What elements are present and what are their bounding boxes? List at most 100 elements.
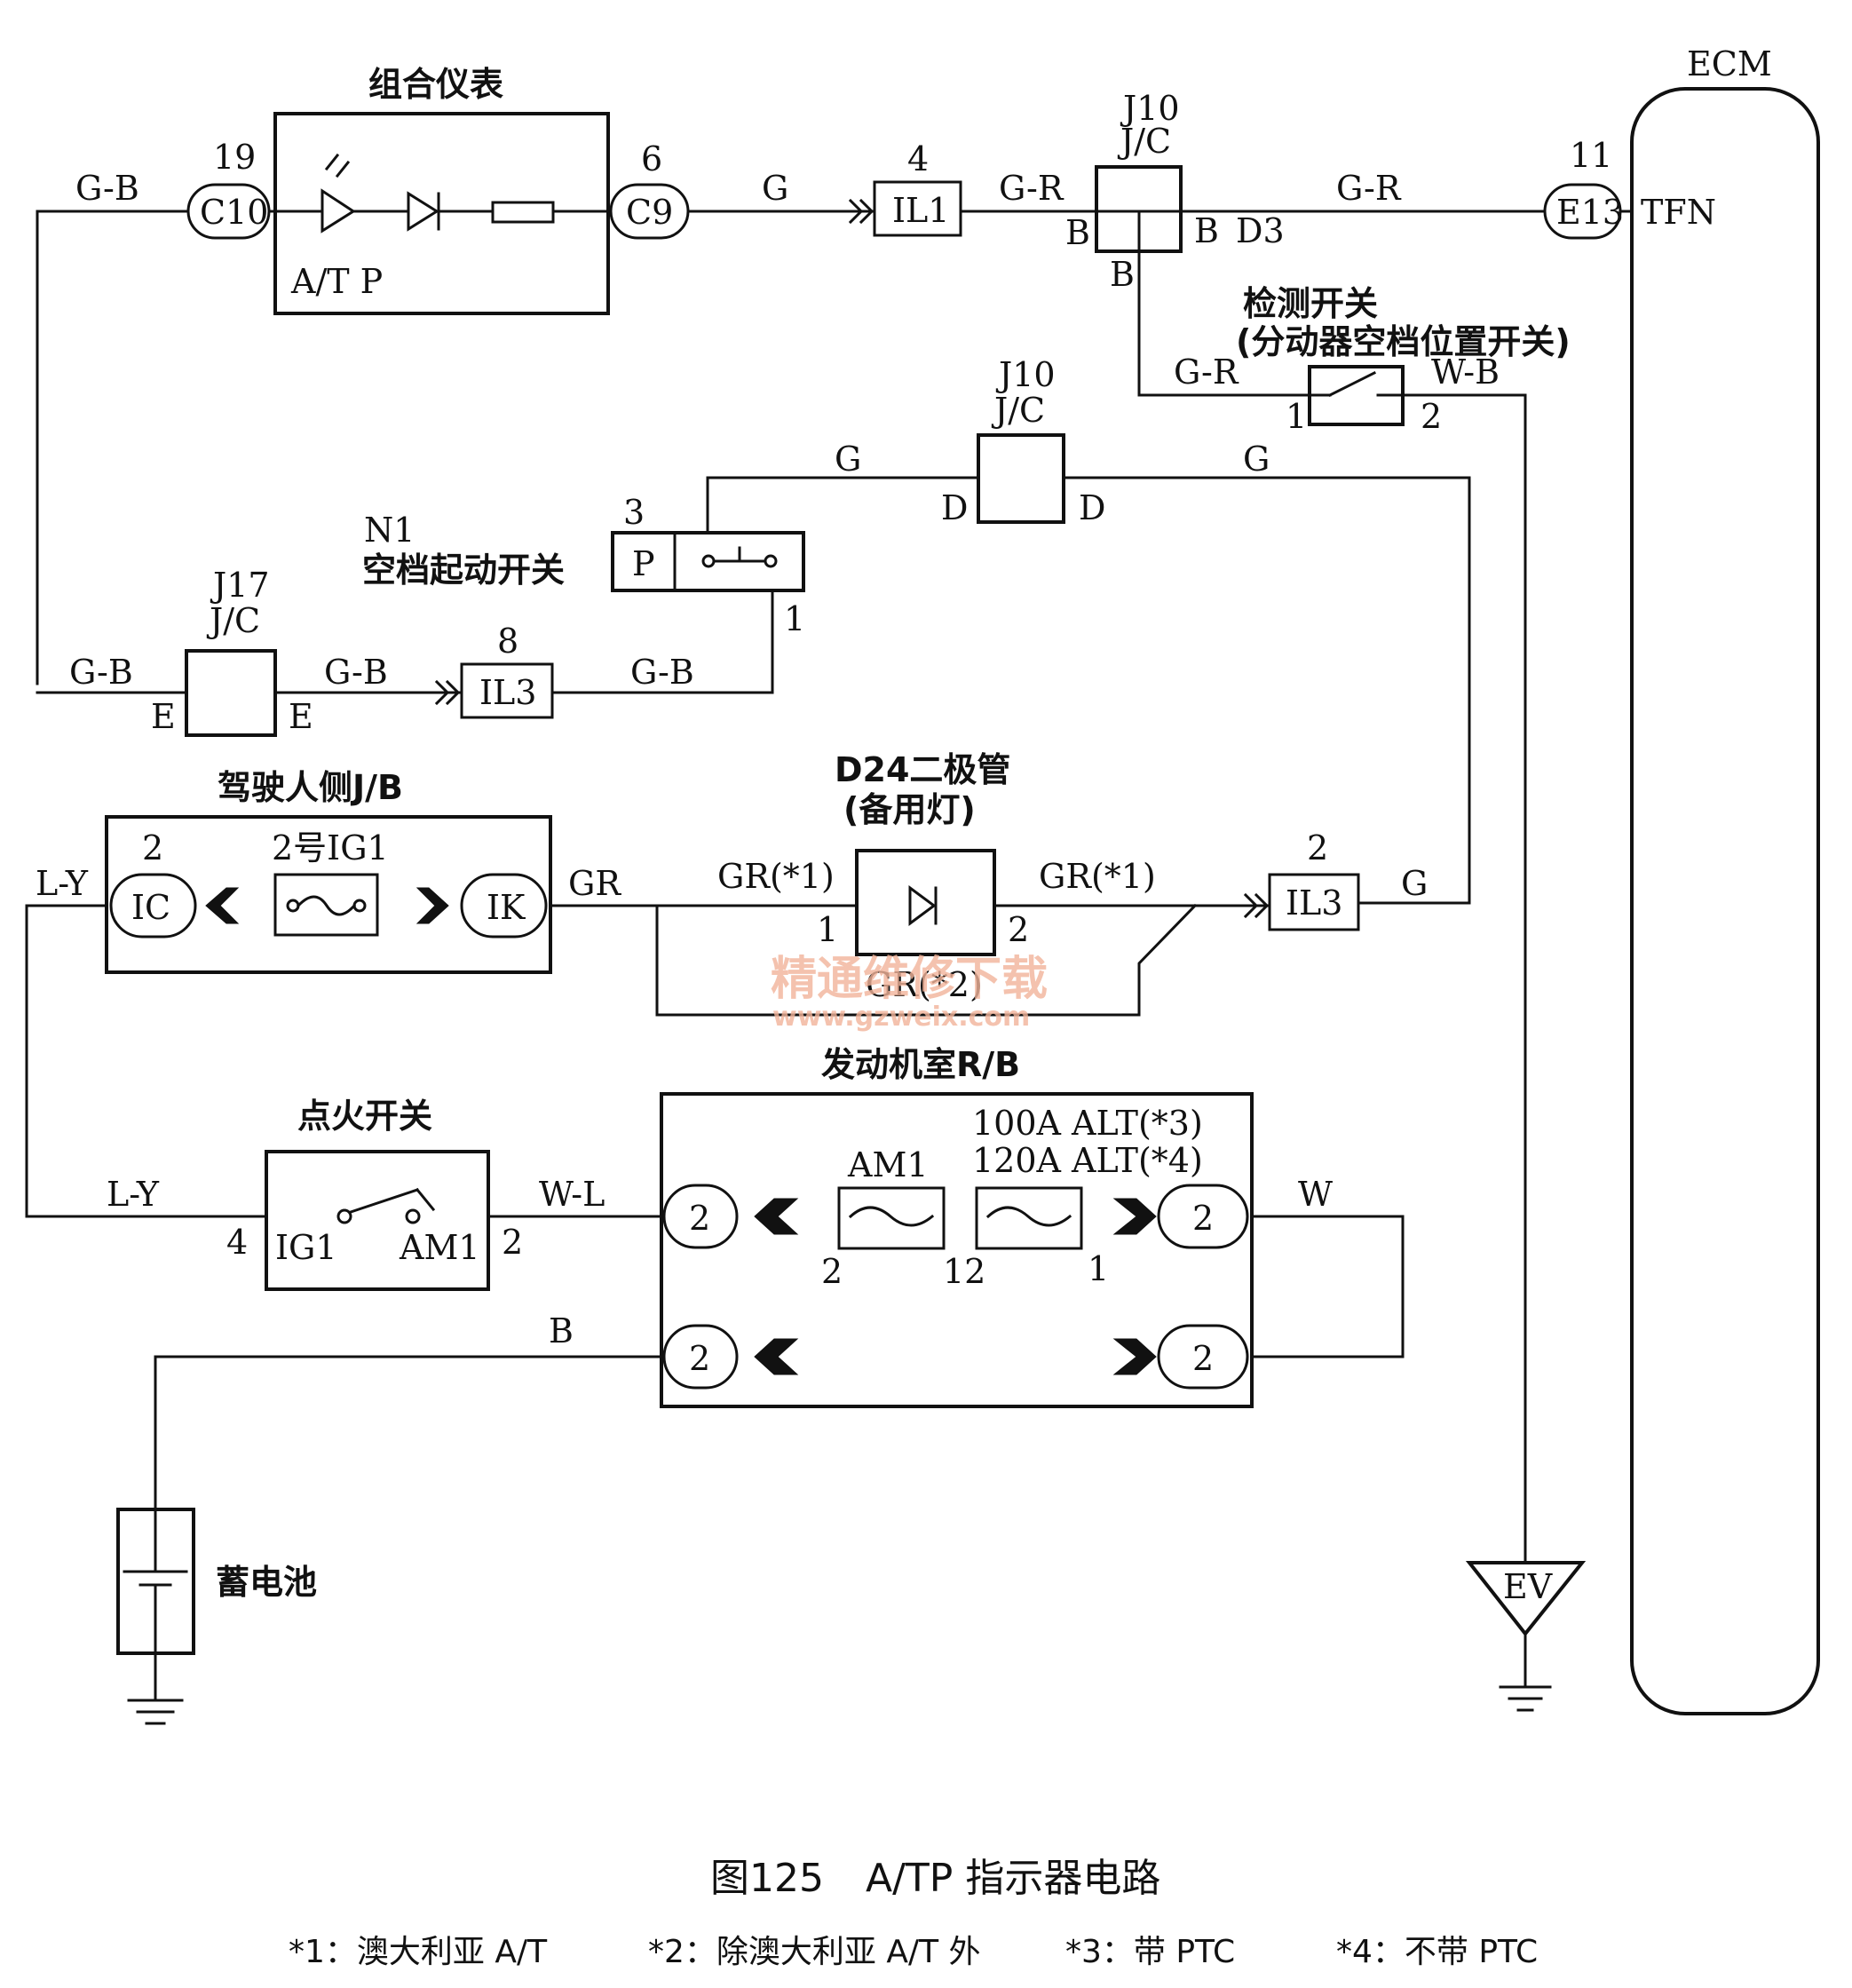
footnotes: *1：澳大利亚 A/T *2：除澳大利亚 A/T 外 *3：带 PTC *4：不… (289, 1934, 1538, 1970)
n1-id: N1 (364, 511, 415, 550)
ground-ev: EV (1465, 1561, 1587, 1712)
wire-ly-jb: L-Y (36, 864, 89, 903)
caption-title: A/TP 指示器电路 (866, 1856, 1160, 1901)
connector-c10 (186, 183, 271, 240)
ecm-title: ECM (1687, 44, 1772, 83)
connector-c10-label: C10 (200, 193, 268, 232)
diode-title: D24二极管 (835, 750, 1010, 789)
engine-relay-block: 发动机室R/B 100A ALT(*3) 120A ALT(*4) AM1 2 … (660, 1045, 1254, 1408)
rb-conn-tl: 2 (689, 1199, 710, 1238)
junction-j17: J17 J/C E E (151, 566, 313, 737)
rb-conn-tr: 2 (1192, 1199, 1214, 1238)
driver-jb-fuse-label: 2号IG1 (272, 828, 389, 867)
watermark-line1: 精通维修下载 (771, 953, 1048, 1006)
connector-c9-pin: 6 (641, 139, 662, 178)
n1-position: P (632, 544, 655, 583)
wire-gb-top: G-B (75, 169, 139, 208)
wire-w-rb: W (1298, 1175, 1333, 1214)
watermark-line2: www.gzweix.com (772, 1002, 1030, 1033)
wire-g-il3: G (1401, 864, 1428, 903)
il3-top-pin: 8 (497, 622, 518, 661)
n1-title: 空档起动开关 (362, 550, 565, 590)
detection-switch: 检测开关 (分动器空档位置开关) 1 2 (1236, 284, 1571, 436)
connector-e13 (1543, 183, 1622, 240)
j10-top-pin-bottom: B (1110, 255, 1135, 294)
connector-c9-label: C9 (626, 193, 673, 232)
wire-labels: G-B G G-R G-R G-R W-B G G G-B G-B G-B L-… (36, 169, 1500, 1350)
wire-wl-ign: W-L (539, 1175, 605, 1214)
driver-jb-title: 驾驶人侧J/B (218, 768, 403, 807)
e13-pin: 11 (1570, 136, 1612, 175)
connector-il1: IL1 4 (848, 139, 962, 237)
n1-pin-3: 3 (623, 493, 645, 532)
figure-caption: 图125 A/TP 指示器电路 (710, 1856, 1160, 1901)
combination-meter: 组合仪表 A/T P C10 19 C9 6 (186, 65, 690, 315)
il3-bottom-pin: 2 (1307, 828, 1328, 867)
j17-pin-left: E (151, 697, 176, 736)
wire-g-mid-right: G (1243, 440, 1270, 479)
il3-top-label: IL3 (479, 673, 536, 712)
j10-top-type: J/C (1117, 122, 1171, 161)
ik-label: IK (487, 888, 526, 927)
wire-ly-ign: L-Y (107, 1175, 160, 1214)
rb-fuse-am1-label: AM1 (847, 1145, 929, 1184)
battery-label: 蓄电池 (216, 1563, 317, 1602)
diode-pin-2: 2 (1008, 910, 1029, 949)
detection-switch-subtitle: (分动器空档位置开关) (1236, 322, 1571, 361)
watermark: 精通维修下载 www.gzweix.com (771, 953, 1048, 1033)
j10-mid-pin-right: D (1079, 488, 1105, 527)
junction-j10-mid: J10 J/C D D (941, 355, 1105, 527)
j10-top-pin-right: B (1194, 211, 1219, 250)
battery: 蓄电池 (116, 1508, 317, 1725)
footnote-4: *4：不带 PTC (1336, 1934, 1538, 1970)
j10-top-pin-left: B (1065, 213, 1090, 252)
wire-gr-jb: GR (568, 864, 621, 903)
il1-pin: 4 (907, 139, 929, 178)
rb-pin-a: 2 (821, 1252, 843, 1291)
detection-switch-title: 检测开关 (1243, 284, 1378, 323)
ecm: ECM E13 11 TFN (1543, 44, 1820, 1715)
driver-jb-pin: 2 (142, 828, 163, 867)
ground-symbol-ev (1499, 1685, 1552, 1712)
wire-gr-il1: G-R (999, 169, 1065, 208)
wire-gb-left: G-B (69, 653, 133, 692)
wire-wb-switch: W-B (1431, 352, 1500, 392)
detection-switch-pin-2: 2 (1421, 397, 1442, 436)
connector-il3-top: IL3 8 (434, 622, 554, 719)
diode-pin-1: 1 (817, 910, 838, 949)
wire-gr2: GR(*2) (866, 965, 983, 1004)
wire-gb-il3: G-B (630, 653, 694, 692)
ignition-term-am1: AM1 (399, 1228, 480, 1267)
j10-mid-pin-left: D (941, 488, 968, 527)
ground-symbol-battery (127, 1699, 184, 1725)
diode-subtitle: (备用灯) (843, 790, 976, 829)
connector-c10-pin: 19 (213, 138, 256, 177)
connector-ic (109, 873, 197, 939)
rb-fuse-alt-2: 120A ALT(*4) (972, 1141, 1203, 1180)
junction-j10-top: J10 J/C B B D3 B (1065, 89, 1285, 294)
rb-conn-bl: 2 (689, 1339, 710, 1378)
ecm-terminal-tfn: TFN (1641, 193, 1716, 232)
wire-b-rb: B (549, 1311, 574, 1350)
detection-switch-pin-1: 1 (1286, 397, 1307, 436)
diode-d24: D24二极管 (备用灯) 1 2 (817, 750, 1029, 956)
il3-bottom-label: IL3 (1286, 883, 1342, 923)
wire-g-c9: G (762, 169, 788, 208)
ignition-switch: 点火开关 IG1 AM1 4 2 (226, 1097, 523, 1291)
ignition-pin-2: 2 (502, 1223, 523, 1262)
wire-gr-e13: G-R (1336, 169, 1402, 208)
n1-pin-1: 1 (784, 599, 805, 638)
ev-label: EV (1503, 1567, 1553, 1606)
j10-top-pin-d3: D3 (1236, 211, 1285, 250)
neutral-start-switch: N1 空档起动开关 P 3 1 (362, 493, 805, 638)
footnote-2: *2：除澳大利亚 A/T 外 (648, 1934, 981, 1970)
j10-mid-type: J/C (991, 391, 1045, 430)
connector-c9 (609, 183, 690, 240)
footnote-3: *3：带 PTC (1065, 1934, 1235, 1970)
e13-label: E13 (1556, 193, 1624, 232)
meter-title: 组合仪表 (368, 65, 503, 104)
wire-gr-switch: G-R (1174, 352, 1239, 392)
caption-figure-number: 图125 (710, 1856, 824, 1901)
ic-label: IC (131, 888, 170, 927)
